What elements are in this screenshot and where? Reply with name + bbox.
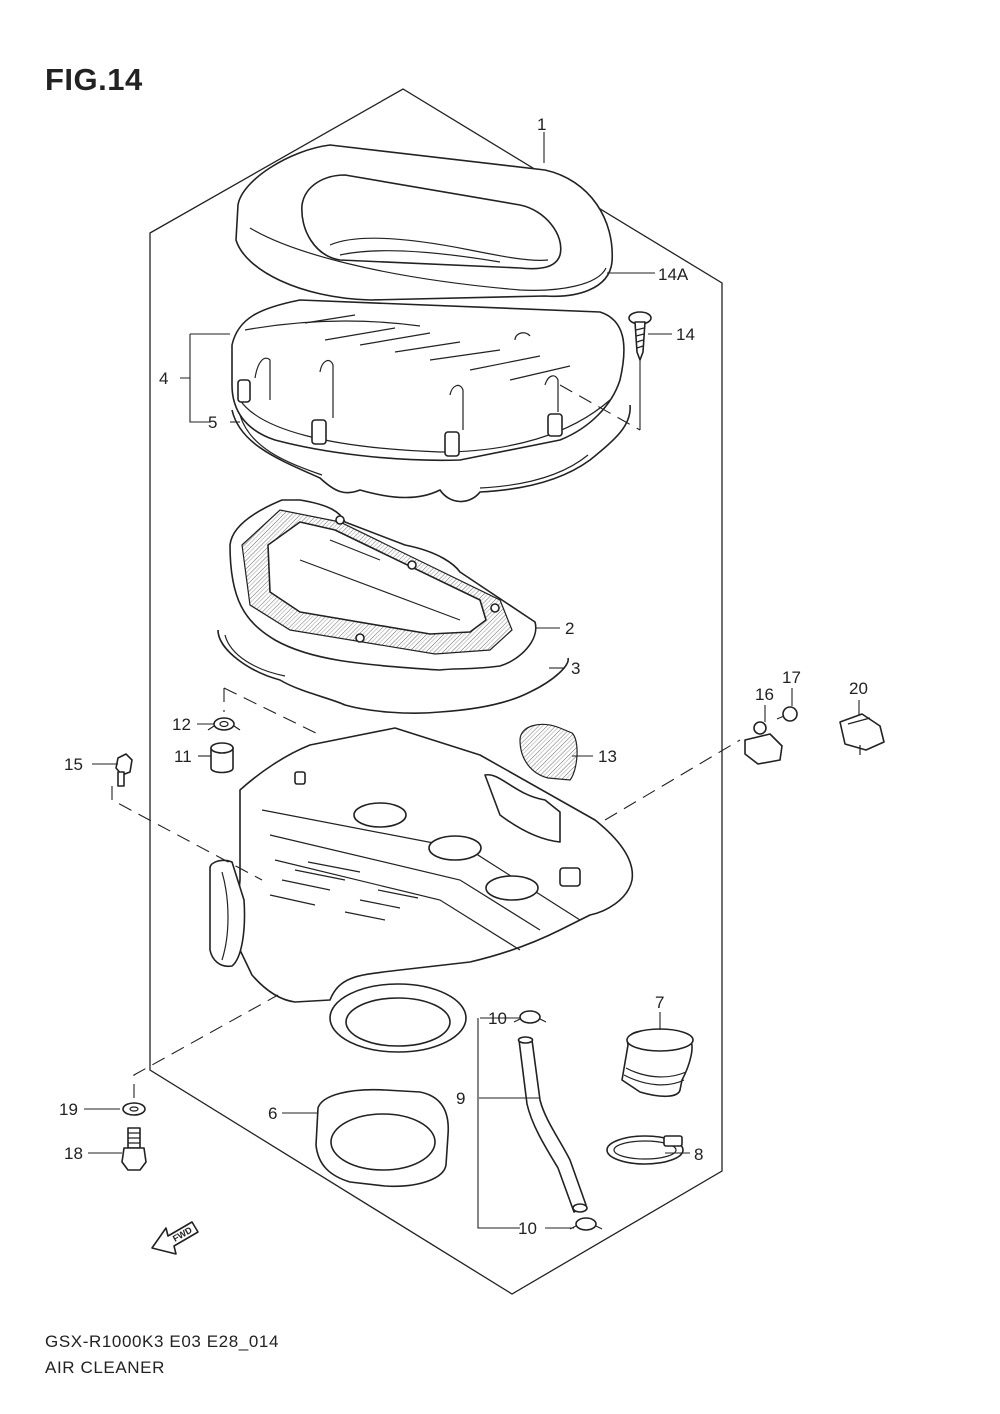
callout-16: 16 [755,685,774,704]
callout-9: 9 [456,1089,465,1108]
callout-17: 17 [782,668,801,687]
callout-10-upper: 10 [488,1009,507,1028]
callout-3: 3 [571,659,580,678]
model-code: GSX-R1000K3 E03 E28_014 [45,1332,280,1351]
callout-18: 18 [64,1144,83,1163]
part-10-clip-lower [569,1217,603,1231]
part-4-upper-case [231,299,625,462]
part-3-lower-gasket [217,629,569,714]
callout-6: 6 [268,1104,277,1123]
callout-20: 20 [849,679,868,698]
part-20-connector [839,713,885,755]
part-11-cap [210,742,234,774]
callout-1: 1 [537,115,546,134]
callout-14a: 14A [658,265,689,284]
callout-14: 14 [676,325,695,344]
callout-4: 4 [159,369,168,388]
part-15-bolt [115,753,133,787]
part-8-hose-clamp [606,1135,684,1165]
assembly-frame [149,88,723,1295]
callout-13: 13 [598,747,617,766]
part-14a-intake-cover [235,144,613,301]
part-14-screw [628,311,652,361]
part-2-filter-element [229,499,537,671]
leader-lines [84,132,860,1229]
part-9-drain-hose [517,1036,588,1213]
figure-title: FIG.14 [45,62,143,97]
callout-labels: 1 14A 14 4 5 2 3 12 11 13 15 16 17 20 7 … [59,115,868,1238]
fwd-arrow-icon: FWD [151,1221,199,1255]
section-name: AIR CLEANER [45,1358,165,1377]
part-13-mesh-screen [519,723,578,781]
part-6-rubber-ring [315,1088,449,1188]
callout-15: 15 [64,755,83,774]
callout-19: 19 [59,1100,78,1119]
part-10-clip-upper [513,1010,547,1024]
callout-11: 11 [174,747,192,766]
callout-5: 5 [208,413,217,432]
part-19-washer [122,1102,146,1116]
part-5-upper-gasket [231,404,631,503]
part-7-intake-boot [621,1028,694,1098]
callout-10-lower: 10 [518,1219,537,1238]
part-17-screw [776,706,798,722]
lower-case [209,727,634,1053]
part-16-sensor [744,721,783,765]
callout-7: 7 [655,993,664,1012]
callout-12: 12 [172,715,191,734]
callout-2: 2 [565,619,574,638]
part-18-drain-plug [121,1127,147,1171]
callout-8: 8 [694,1145,703,1164]
